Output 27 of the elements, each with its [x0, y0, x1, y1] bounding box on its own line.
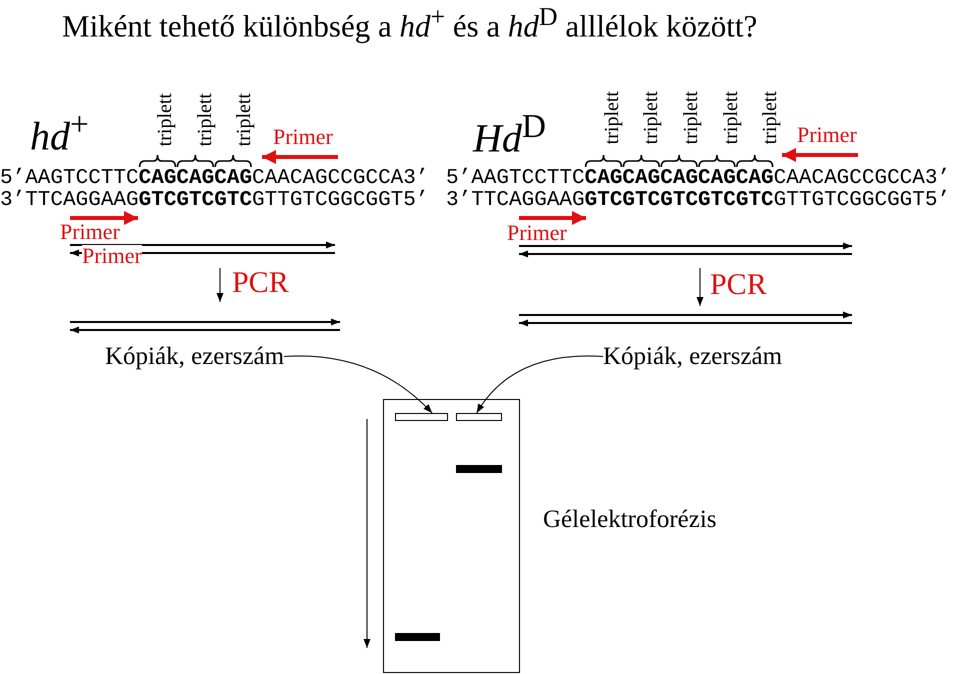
- dna-band: [395, 633, 440, 641]
- dna-sequence: 5’AAGTCCTTCCAGCAGCAGCAACAGCCGCCA3’: [0, 168, 428, 189]
- triplet-label: triplett: [721, 91, 741, 144]
- triplet-label: triplett: [155, 93, 175, 146]
- arrow: [476, 355, 604, 414]
- triplet-label: triplett: [195, 93, 215, 146]
- triplet-label: triplett: [681, 91, 701, 144]
- arrow: [284, 355, 433, 414]
- gel-well: [395, 413, 448, 421]
- triplet-label: triplett: [641, 91, 661, 144]
- gel-well: [456, 413, 502, 421]
- dna-sequence: 3’TTCAGGAAGGTCGTCGTCGTTGTCGGCGGT5’: [0, 190, 428, 211]
- dna-sequence: 5’AAGTCCTTCCAGCAGCAGCAGCAGCAACAGCCGCCA3’: [446, 168, 950, 189]
- allele-heading: hd$^{+}$: [30, 108, 89, 156]
- pcr-label: PCR: [710, 270, 767, 300]
- triplet-label: triplett: [760, 91, 780, 144]
- gel-slab: [383, 399, 520, 673]
- copies-label: Kópiák, ezerszám: [105, 344, 284, 369]
- dna-sequence: 3’TTCAGGAAGGTCGTCGTCGTCGTCGTTGTCGGCGGT5’: [446, 190, 950, 211]
- triplet-label: triplett: [234, 93, 254, 146]
- triplet-label: triplett: [602, 91, 622, 144]
- title: Miként tehető különbség a hd$^{+}$ és a hd$^{D}$ alllélok között?: [62, 4, 758, 42]
- copies-label: Kópiák, ezerszám: [603, 344, 782, 369]
- dna-band: [456, 465, 502, 473]
- pcr-label: PCR: [232, 268, 289, 298]
- allele-heading: Hd$^{D}$: [473, 110, 546, 158]
- method-label: Gélelektroforézis: [543, 507, 717, 532]
